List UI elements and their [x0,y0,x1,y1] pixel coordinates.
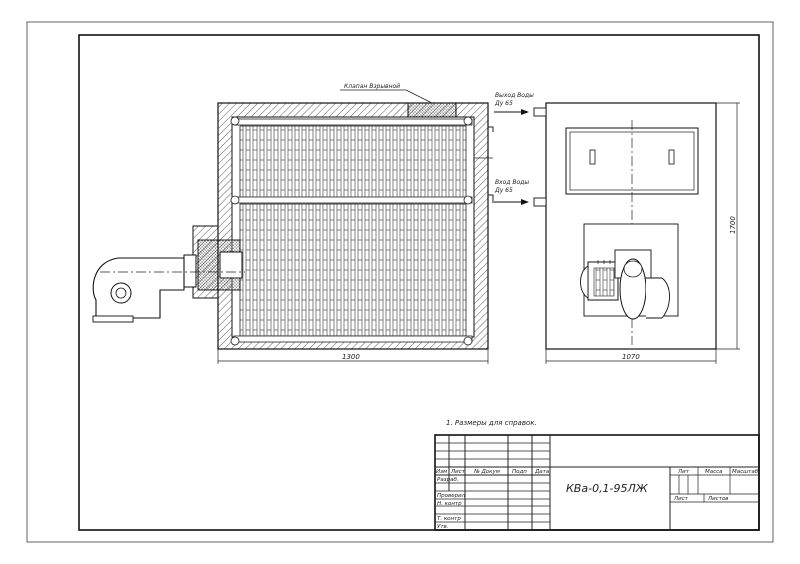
header-scale: Масштаб [732,469,759,475]
col-sign: Подп [512,469,527,475]
col-date: Дата [534,469,550,475]
burner-nozzle [219,251,243,279]
middle-header [233,196,473,204]
drawing-designation: КВа-0,1-95ЛЖ [566,482,649,495]
col-list: Лист [450,469,466,475]
col-izm: Изм [436,469,447,475]
col-doc: № Докум [473,469,500,475]
header-end [463,195,473,205]
blower-base [92,315,134,323]
valve-label: Клапан Взрывной [344,83,400,90]
reference-note: 1. Размеры для справок. [446,419,537,427]
row-proveril: Проверил [437,493,466,499]
row-utv: Утв. [437,524,449,530]
water-out-dn: Ду 65 [494,100,513,107]
header-end [230,336,240,346]
inner-frame [78,34,760,531]
water-in-label: Вход Воды [495,179,529,186]
header-end [463,336,473,346]
header-sheet: Лист [673,496,689,502]
burner-body [646,277,670,319]
row-nkontr: Н. контр [437,501,462,507]
lower-tube-bank [239,203,467,337]
header-mass: Масса [705,469,723,475]
header-end [463,116,473,126]
motor-fins [593,267,615,297]
dimension-width-front: 1300 [342,353,360,361]
pipe-stub-out [533,107,547,117]
bottom-header [233,335,473,343]
top-header [233,118,473,126]
title-block: Изм Лист № Докум Подп Дата Разраб. Прове… [434,434,760,531]
panel-slot-left [589,149,596,165]
panel-slot-right [668,149,675,165]
burner-collar [183,254,197,288]
outer-sheet-border [26,21,774,543]
header-end [230,116,240,126]
burner-fan-inner [623,260,643,278]
upper-tube-bank [239,125,467,199]
dimension-width-side: 1070 [622,353,640,361]
side-view: 1700 1070 [533,102,740,364]
blower-housing [92,257,185,319]
front-view: Клапан Взрывной Выход Воды Ду 65 Вход Во… [92,83,534,364]
water-out-label: Выход Воды [495,92,534,99]
row-tkontr: Т. контр [437,516,461,522]
header-end [230,195,240,205]
header-lit: Лит [677,469,690,475]
blower-fan-hub [115,287,127,299]
motor-cap [580,265,589,299]
dimension-height-side: 1700 [729,216,737,234]
explosion-valve [407,102,457,118]
water-in-dn: Ду 65 [494,187,513,194]
row-razrab: Разраб. [437,477,459,483]
header-sheets: Листов [707,496,729,502]
pipe-stub-in [533,197,547,207]
